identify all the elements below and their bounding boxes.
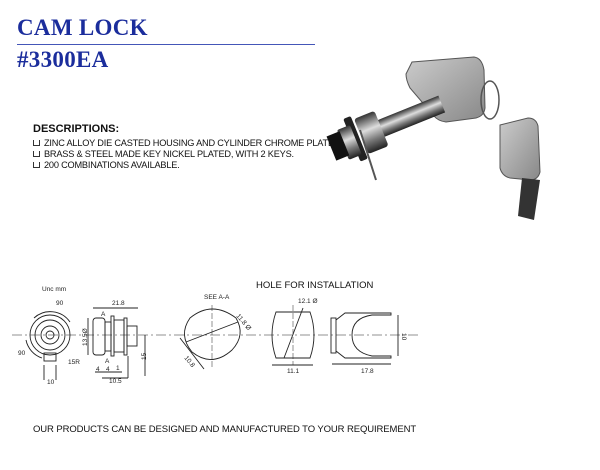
- dim-cam-length: 17.8: [361, 368, 374, 375]
- see-section-label: SEE A-A: [204, 294, 230, 301]
- hole-shape-2: [271, 311, 315, 359]
- section-a-top: A: [101, 311, 106, 318]
- dim-hole2-dia: 12.1 Ø: [298, 298, 318, 305]
- dim-height: 15: [141, 352, 148, 360]
- checkbox-bullet-icon: [33, 151, 40, 157]
- dim-length: 21.8: [112, 300, 125, 307]
- dim-d2: 4: [106, 366, 110, 373]
- descriptions-heading: DESCRIPTIONS:: [33, 123, 120, 135]
- side-view: [87, 307, 146, 379]
- description-text: 200 COMBINATIONS AVAILABLE.: [44, 160, 180, 170]
- section-a-bottom: A: [105, 358, 110, 365]
- cam-view: [330, 312, 399, 365]
- dim-cam-height: 10: [400, 333, 407, 341]
- dim-diameter: 13.5Ø: [82, 328, 89, 346]
- description-item: ZINC ALLOY DIE CASTED HOUSING AND CYLIND…: [33, 138, 343, 148]
- dim-front-width: 10: [47, 379, 55, 386]
- dim-d3: 1: [116, 365, 120, 372]
- description-item: BRASS & STEEL MADE KEY NICKEL PLATED, WI…: [33, 149, 294, 159]
- description-text: BRASS & STEEL MADE KEY NICKEL PLATED, WI…: [44, 149, 294, 159]
- dim-d1: 4: [96, 366, 100, 373]
- front-view: [25, 311, 71, 380]
- dim-angle-top: 90: [56, 300, 64, 307]
- product-model: #3300EA: [17, 47, 109, 72]
- checkbox-bullet-icon: [33, 162, 40, 168]
- dim-hole2-width: 11.1: [287, 368, 300, 375]
- title-divider: [17, 44, 315, 45]
- product-title: CAM LOCK: [17, 15, 148, 40]
- footer-note: OUR PRODUCTS CAN BE DESIGNED AND MANUFAC…: [33, 424, 417, 435]
- dim-radius: 15R: [68, 359, 80, 366]
- hole-shape-1: [184, 308, 241, 360]
- lock-photo-icon: [326, 56, 541, 220]
- dim-angle-left: 90: [18, 350, 26, 357]
- description-text: ZINC ALLOY DIE CASTED HOUSING AND CYLIND…: [44, 138, 343, 148]
- hole-heading: HOLE FOR INSTALLATION: [256, 280, 374, 291]
- unit-label: Unc mm: [42, 286, 66, 293]
- description-item: 200 COMBINATIONS AVAILABLE.: [33, 160, 180, 170]
- checkbox-bullet-icon: [33, 140, 40, 146]
- dim-d4: 10.5: [109, 378, 122, 385]
